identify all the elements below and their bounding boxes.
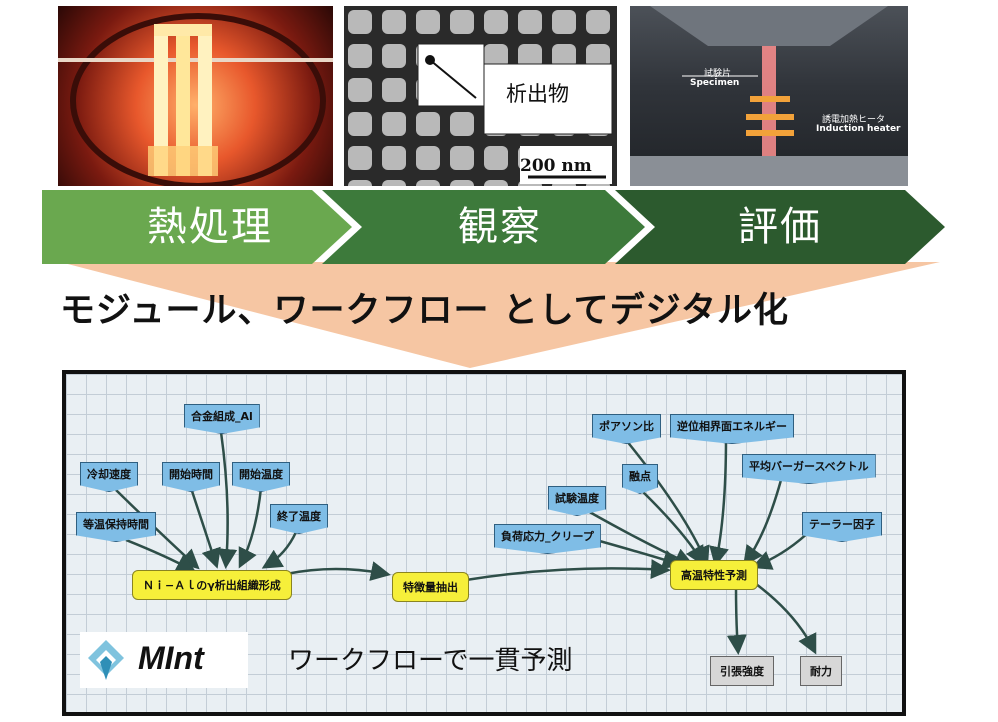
microstructure-illustration [344, 6, 617, 186]
node-feature-extraction[interactable]: 特徴量抽出 [392, 572, 469, 602]
edge-start-time-formation [189, 487, 221, 569]
edge-test-temp-predict [585, 508, 695, 567]
node-start-time[interactable]: 開始時間 [162, 462, 220, 492]
node-high-temp-prediction[interactable]: 高温特性予測 [670, 560, 758, 590]
evaluation-photo [630, 6, 908, 186]
edge-poisson-predict [625, 439, 710, 567]
heat-treatment-photo [58, 6, 333, 186]
mint-logo-text: MInt [138, 640, 204, 676]
edge-predict-tensile [726, 585, 747, 655]
node-poisson-ratio[interactable]: ポアソン比 [592, 414, 661, 444]
test-apparatus-illustration [630, 6, 908, 186]
node-apb-energy[interactable]: 逆位相界面エネルギー [670, 414, 794, 444]
edge-melting-predict [640, 489, 705, 567]
edge-iso-formation [125, 538, 197, 573]
stage-heat-treatment: 熱処理 [147, 204, 273, 250]
node-tensile-strength[interactable]: 引張強度 [710, 656, 774, 686]
node-isothermal-hold-time[interactable]: 等温保持時間 [76, 512, 156, 542]
specimen-label-ja: 試験片 [704, 69, 732, 79]
microscope-photo [344, 6, 617, 186]
node-test-temperature[interactable]: 試験温度 [548, 486, 606, 516]
stage-observation: 観察 [458, 204, 542, 250]
stage-chevron-1 [42, 190, 352, 264]
mint-logo: MInt [80, 632, 248, 688]
edge-alloy-formation [217, 431, 238, 569]
edge-extract-predict [465, 559, 671, 582]
edge-burgers-predict [743, 479, 783, 567]
edge-start-temp-formation [238, 487, 263, 569]
heater-label-ja: 誘電加熱ヒータ [822, 115, 886, 125]
edge-predict-durability [755, 583, 817, 655]
node-start-temperature[interactable]: 開始温度 [232, 462, 290, 492]
stage-chevron-3 [615, 190, 945, 264]
furnace-illustration [58, 13, 333, 186]
heater-label-en: Induction heater [816, 124, 901, 134]
node-melting-point[interactable]: 融点 [622, 464, 658, 494]
workflow-edges [115, 431, 817, 655]
node-gamma-precipitation[interactable]: Ｎｉ−Ａｌのγ析出組織形成 [132, 570, 292, 600]
node-proof-stress[interactable]: 耐力 [800, 656, 842, 686]
stage-evaluation: 評価 [738, 204, 822, 250]
node-end-temperature[interactable]: 終了温度 [270, 504, 328, 534]
node-alloy-composition[interactable]: 合金組成_Al [184, 404, 260, 434]
edge-apb-predict [709, 437, 729, 567]
node-avg-burgers-vector[interactable]: 平均バーガースベクトル [742, 454, 876, 484]
scale-bar-label: 200 nm [520, 156, 592, 176]
headline: モジュール、ワークフロー としてデジタル化 [60, 291, 789, 331]
node-creep-load-stress[interactable]: 負荷応力_クリープ [494, 524, 601, 554]
edge-end-temp-formation [261, 531, 298, 569]
precipitate-label: 析出物 [506, 82, 569, 106]
workflow-caption: ワークフローで一貫予測 [288, 646, 573, 676]
funnel-shape [60, 262, 940, 368]
node-cooling-rate[interactable]: 冷却速度 [80, 462, 138, 492]
specimen-label-en: Specimen [690, 78, 740, 88]
edge-formation-extract [285, 561, 391, 581]
mint-logo-mark [88, 640, 124, 680]
node-taylor-factor[interactable]: テーラー因子 [802, 512, 882, 542]
stage-chevron-2 [322, 190, 645, 264]
